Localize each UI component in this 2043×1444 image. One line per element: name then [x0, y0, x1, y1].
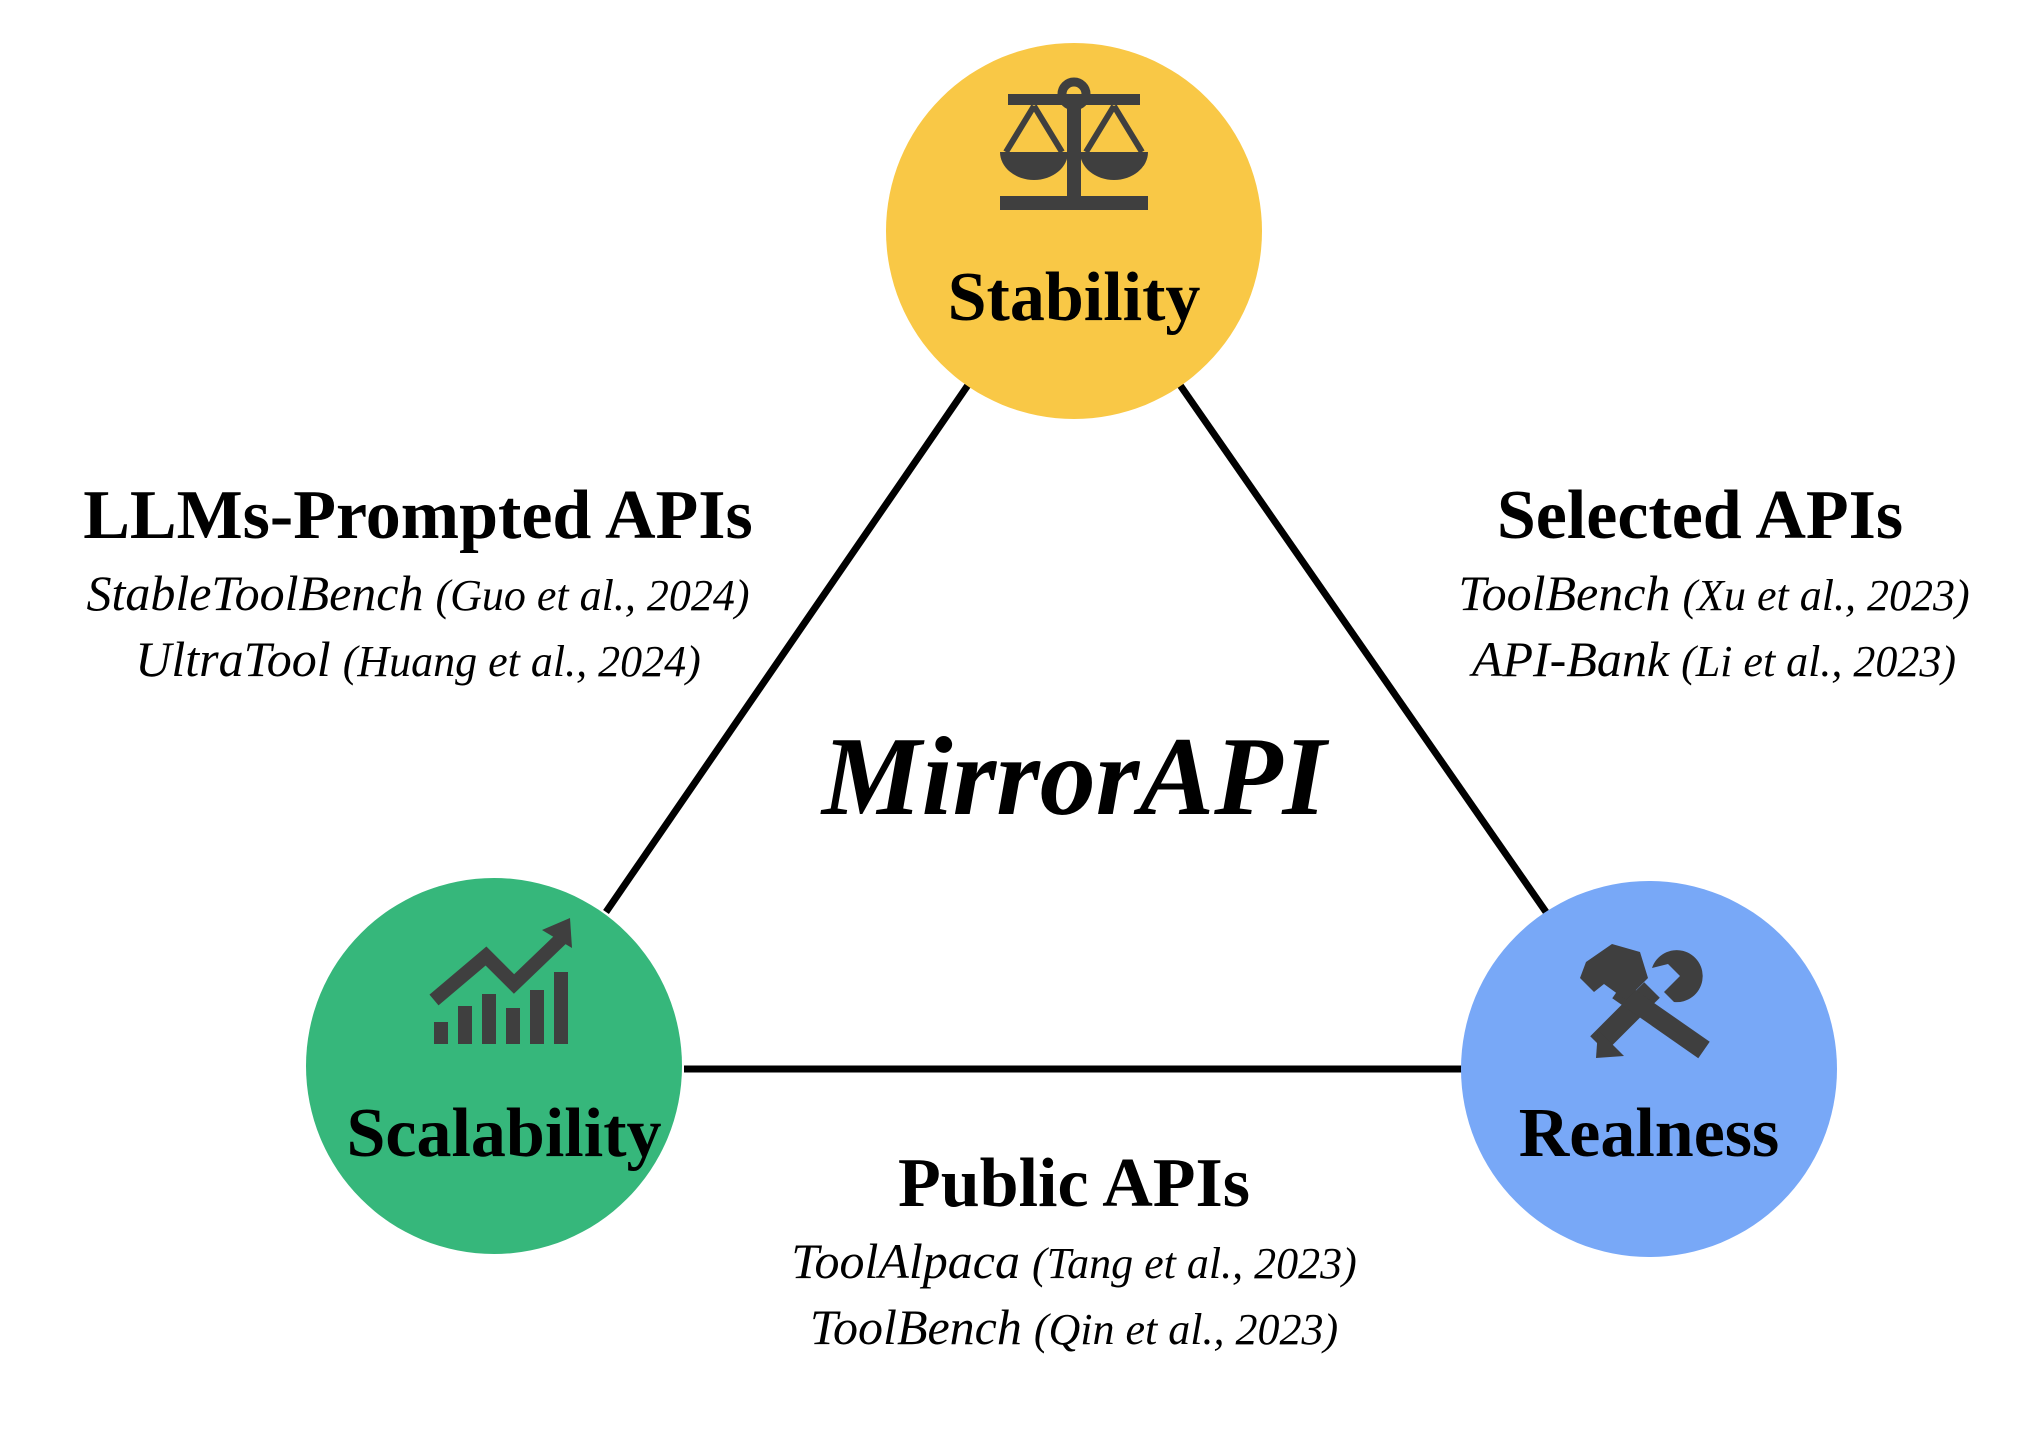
ref-cite: (Xu et al., 2023) [1682, 571, 1969, 620]
node-scalability-label: Scalability [346, 1095, 661, 1172]
ref-cite: (Qin et al., 2023) [1034, 1305, 1338, 1354]
ref-name: API-Bank [1469, 631, 1670, 687]
ref-name: ToolBench [1458, 565, 1670, 621]
node-stability-label: Stability [948, 259, 1201, 336]
group-public-apis: Public APIs ToolAlpaca(Tang et al., 2023… [791, 1145, 1356, 1355]
ref-name: UltraTool [135, 631, 330, 687]
center-label: MirrorAPI [820, 715, 1330, 839]
group-bottom-ref-2: ToolBench(Qin et al., 2023) [810, 1299, 1338, 1355]
ref-name: StableToolBench [86, 565, 423, 621]
group-left-title: LLMs-Prompted APIs [83, 477, 753, 554]
ref-cite: (Guo et al., 2024) [435, 571, 749, 620]
node-scalability: Scalability [306, 878, 682, 1254]
ref-cite: (Huang et al., 2024) [343, 637, 701, 686]
group-llms-prompted-apis: LLMs-Prompted APIs StableToolBench(Guo e… [83, 477, 753, 687]
node-realness: Realness [1461, 881, 1837, 1257]
group-selected-apis: Selected APIs ToolBench(Xu et al., 2023)… [1458, 477, 1969, 687]
ref-cite: (Li et al., 2023) [1681, 637, 1956, 686]
growth-chart-icon [429, 918, 572, 1044]
edge-stability-realness [1177, 383, 1549, 914]
group-left-ref-2: UltraTool (Huang et al., 2024) [135, 631, 701, 687]
ref-name: ToolAlpaca [791, 1233, 1020, 1289]
balance-scale-icon [1000, 77, 1148, 210]
group-right-title: Selected APIs [1497, 477, 1903, 554]
group-bottom-ref-1: ToolAlpaca(Tang et al., 2023) [791, 1233, 1356, 1289]
group-left-ref-1: StableToolBench(Guo et al., 2024) [86, 565, 749, 621]
node-scalability-circle [306, 878, 682, 1254]
ref-name: ToolBench [810, 1299, 1022, 1355]
node-stability-circle [886, 43, 1262, 419]
edge-stability-scalability [603, 383, 971, 914]
ref-cite: (Tang et al., 2023) [1032, 1239, 1357, 1288]
node-stability: Stability [886, 43, 1262, 419]
group-bottom-title: Public APIs [898, 1145, 1250, 1222]
node-realness-label: Realness [1519, 1095, 1780, 1172]
node-realness-circle [1461, 881, 1837, 1257]
group-right-ref-2: API-Bank(Li et al., 2023) [1469, 631, 1956, 687]
group-right-ref-1: ToolBench(Xu et al., 2023) [1458, 565, 1969, 621]
hammer-wrench-icon [1580, 944, 1710, 1059]
